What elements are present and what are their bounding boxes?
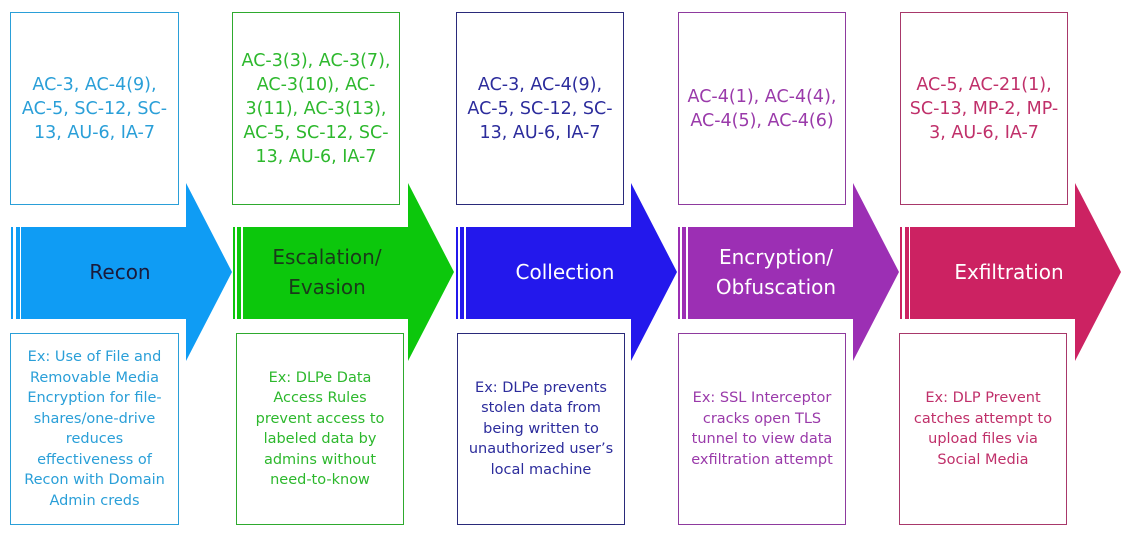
stage-exfiltration: AC-5, AC-21(1), SC-13, MP-2, MP-3, AU-6,… bbox=[899, 0, 1123, 536]
arrow-stripe-thin bbox=[900, 227, 902, 319]
controls-text: AC-5, AC-21(1), SC-13, MP-2, MP-3, AU-6,… bbox=[909, 74, 1059, 143]
stage-label: Exfiltration bbox=[929, 226, 1089, 318]
stage-label: Escalation/ Evasion bbox=[252, 226, 402, 318]
stage-label: Recon bbox=[40, 226, 200, 318]
example-box: Ex: DLPe prevents stolen data from being… bbox=[457, 333, 625, 525]
arrow-body bbox=[243, 183, 454, 361]
example-box: Ex: DLP Prevent catches attempt to uploa… bbox=[899, 333, 1067, 525]
arrow-body bbox=[466, 183, 677, 361]
example-text: Ex: DLP Prevent catches attempt to uploa… bbox=[913, 390, 1053, 468]
controls-box: AC-4(1), AC-4(4), AC-4(5), AC-4(6) bbox=[678, 12, 846, 205]
arrow-body bbox=[910, 183, 1121, 361]
arrow-encryption-obfuscation bbox=[678, 183, 899, 361]
stage-label-text: Exfiltration bbox=[954, 260, 1064, 284]
arrow-exfiltration bbox=[900, 183, 1121, 361]
stage-recon: AC-3, AC-4(9), AC-5, SC-12, SC-13, AU-6,… bbox=[10, 0, 234, 536]
stage-label: Encryption/ Obfuscation bbox=[691, 226, 861, 318]
arrow-stripe-thin bbox=[678, 227, 680, 319]
stage-label-text: Escalation/ Evasion bbox=[272, 245, 382, 299]
arrow-stripe-thin bbox=[233, 227, 235, 319]
controls-text: AC-3(3), AC-3(7), AC-3(10), AC-3(11), AC… bbox=[241, 50, 391, 167]
arrow-recon bbox=[11, 183, 232, 361]
stage-label-text: Collection bbox=[515, 260, 615, 284]
arrow-body bbox=[688, 183, 899, 361]
arrow-stripe-thick bbox=[905, 227, 909, 319]
example-text: Ex: SSL Interceptor cracks open TLS tunn… bbox=[691, 390, 833, 468]
arrow-stripe-thin bbox=[456, 227, 458, 319]
arrow-stripe-thick bbox=[237, 227, 241, 319]
stage-encryption-obfuscation: AC-4(1), AC-4(4), AC-4(5), AC-4(6) Encry… bbox=[677, 0, 901, 536]
controls-text: AC-3, AC-4(9), AC-5, SC-12, SC-13, AU-6,… bbox=[467, 74, 613, 143]
controls-box: AC-3, AC-4(9), AC-5, SC-12, SC-13, AU-6,… bbox=[456, 12, 624, 205]
stage-escalation-evasion: AC-3(3), AC-3(7), AC-3(10), AC-3(11), AC… bbox=[232, 0, 456, 536]
arrow-stripe-thick bbox=[16, 227, 20, 319]
example-box: Ex: SSL Interceptor cracks open TLS tunn… bbox=[678, 333, 846, 525]
arrow-stripe-thick bbox=[682, 227, 686, 319]
controls-box: AC-5, AC-21(1), SC-13, MP-2, MP-3, AU-6,… bbox=[900, 12, 1068, 205]
arrow-escalation-evasion bbox=[233, 183, 454, 361]
example-text: Ex: DLPe prevents stolen data from being… bbox=[468, 379, 614, 478]
stage-label: Collection bbox=[475, 226, 655, 318]
controls-text: AC-4(1), AC-4(4), AC-4(5), AC-4(6) bbox=[687, 86, 837, 131]
controls-box: AC-3(3), AC-3(7), AC-3(10), AC-3(11), AC… bbox=[232, 12, 400, 205]
arrow-stripe-thick bbox=[460, 227, 464, 319]
controls-box: AC-3, AC-4(9), AC-5, SC-12, SC-13, AU-6,… bbox=[10, 12, 179, 205]
arrow-body bbox=[21, 183, 232, 361]
example-text: Ex: DLPe Data Access Rules prevent acces… bbox=[255, 369, 385, 489]
stage-collection: AC-3, AC-4(9), AC-5, SC-12, SC-13, AU-6,… bbox=[455, 0, 679, 536]
example-box: Ex: Use of File and Removable Media Encr… bbox=[10, 333, 179, 525]
example-box: Ex: DLPe Data Access Rules prevent acces… bbox=[236, 333, 404, 525]
example-text: Ex: Use of File and Removable Media Encr… bbox=[24, 349, 165, 509]
arrow-stripe-thin bbox=[11, 227, 13, 319]
controls-text: AC-3, AC-4(9), AC-5, SC-12, SC-13, AU-6,… bbox=[21, 74, 168, 143]
stage-label-text: Recon bbox=[89, 260, 151, 284]
arrow-collection bbox=[456, 183, 677, 361]
stage-label-text: Encryption/ Obfuscation bbox=[715, 245, 837, 299]
